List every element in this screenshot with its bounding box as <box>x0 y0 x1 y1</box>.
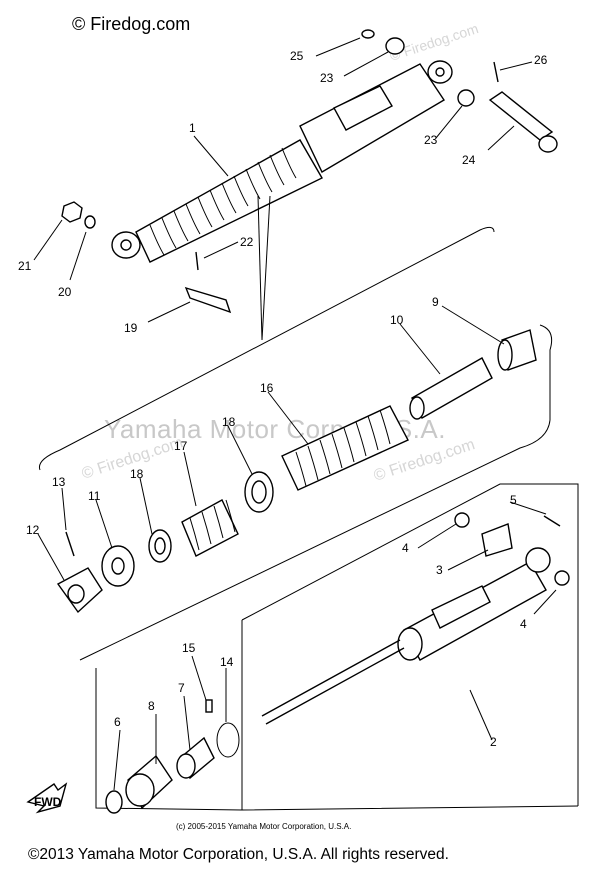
callout-22: 22 <box>240 235 254 249</box>
callout-23-upper: 23 <box>320 71 334 85</box>
callout-24: 24 <box>462 153 476 167</box>
part-12-lower-mount <box>56 567 103 614</box>
callout-16: 16 <box>260 381 274 395</box>
lower-hardware <box>61 201 232 314</box>
callout-2: 2 <box>490 735 497 749</box>
part-13-pin <box>65 531 75 557</box>
part-8-cap <box>125 754 173 810</box>
callout-9: 9 <box>432 295 439 309</box>
fwd-label: FWD <box>34 795 62 809</box>
callout-17: 17 <box>174 439 188 453</box>
leader-lines <box>33 37 557 791</box>
part-18-spring-seat <box>148 471 274 563</box>
part-5-bolt <box>543 515 561 527</box>
callout-19: 19 <box>124 321 138 335</box>
shock-absorber-assembly <box>111 60 453 263</box>
part-2-damper <box>261 547 551 725</box>
part-16-main-spring <box>281 405 409 491</box>
callout-15: 15 <box>182 641 196 655</box>
callout-20: 20 <box>58 285 72 299</box>
callout-13: 13 <box>52 475 66 489</box>
part-3-bushing <box>481 523 513 557</box>
callout-6: 6 <box>114 715 121 729</box>
fwd-arrow: FWD <box>26 782 68 814</box>
part-10-tube <box>409 357 493 420</box>
part-4-collars <box>454 512 570 586</box>
part-14-o-ring <box>216 722 240 758</box>
callout-25: 25 <box>290 49 304 63</box>
upper-hardware <box>361 29 558 153</box>
part-11-adjuster <box>101 545 135 587</box>
callout-18-lower: 18 <box>130 467 144 481</box>
callout-4-upper: 4 <box>402 541 409 555</box>
callout-11: 11 <box>88 489 101 503</box>
damper-unit-box <box>95 483 579 811</box>
part-15-screw <box>205 699 213 713</box>
spring-coils <box>149 147 297 256</box>
callout-7: 7 <box>178 681 185 695</box>
callout-18-upper: 18 <box>222 415 236 429</box>
callout-23-lower: 23 <box>424 133 438 147</box>
watermark-top-left: © Firedog.com <box>72 14 191 34</box>
callout-5: 5 <box>510 493 517 507</box>
part-17-spring <box>181 499 239 557</box>
callout-3: 3 <box>436 563 443 577</box>
callout-26: 26 <box>534 53 548 67</box>
part-7-valve <box>176 736 215 780</box>
callout-labels: 1 2 3 4 4 5 6 7 8 9 10 11 12 13 14 15 16… <box>18 49 548 749</box>
callout-14: 14 <box>220 655 234 669</box>
part-9-bump-stop <box>497 329 537 371</box>
copyright-notice-small: (c) 2005-2015 Yamaha Motor Corporation, … <box>176 822 352 831</box>
callout-12: 12 <box>26 523 40 537</box>
copyright-footer: ©2013 Yamaha Motor Corporation, U.S.A. A… <box>28 846 449 863</box>
callout-21: 21 <box>18 259 32 273</box>
callout-10: 10 <box>390 313 404 327</box>
callout-8-lower: 8 <box>148 699 155 713</box>
callout-1: 1 <box>189 121 196 135</box>
part-6-washer <box>105 790 123 814</box>
exploded-view-brackets <box>38 195 553 661</box>
callout-4-lower: 4 <box>520 617 527 631</box>
